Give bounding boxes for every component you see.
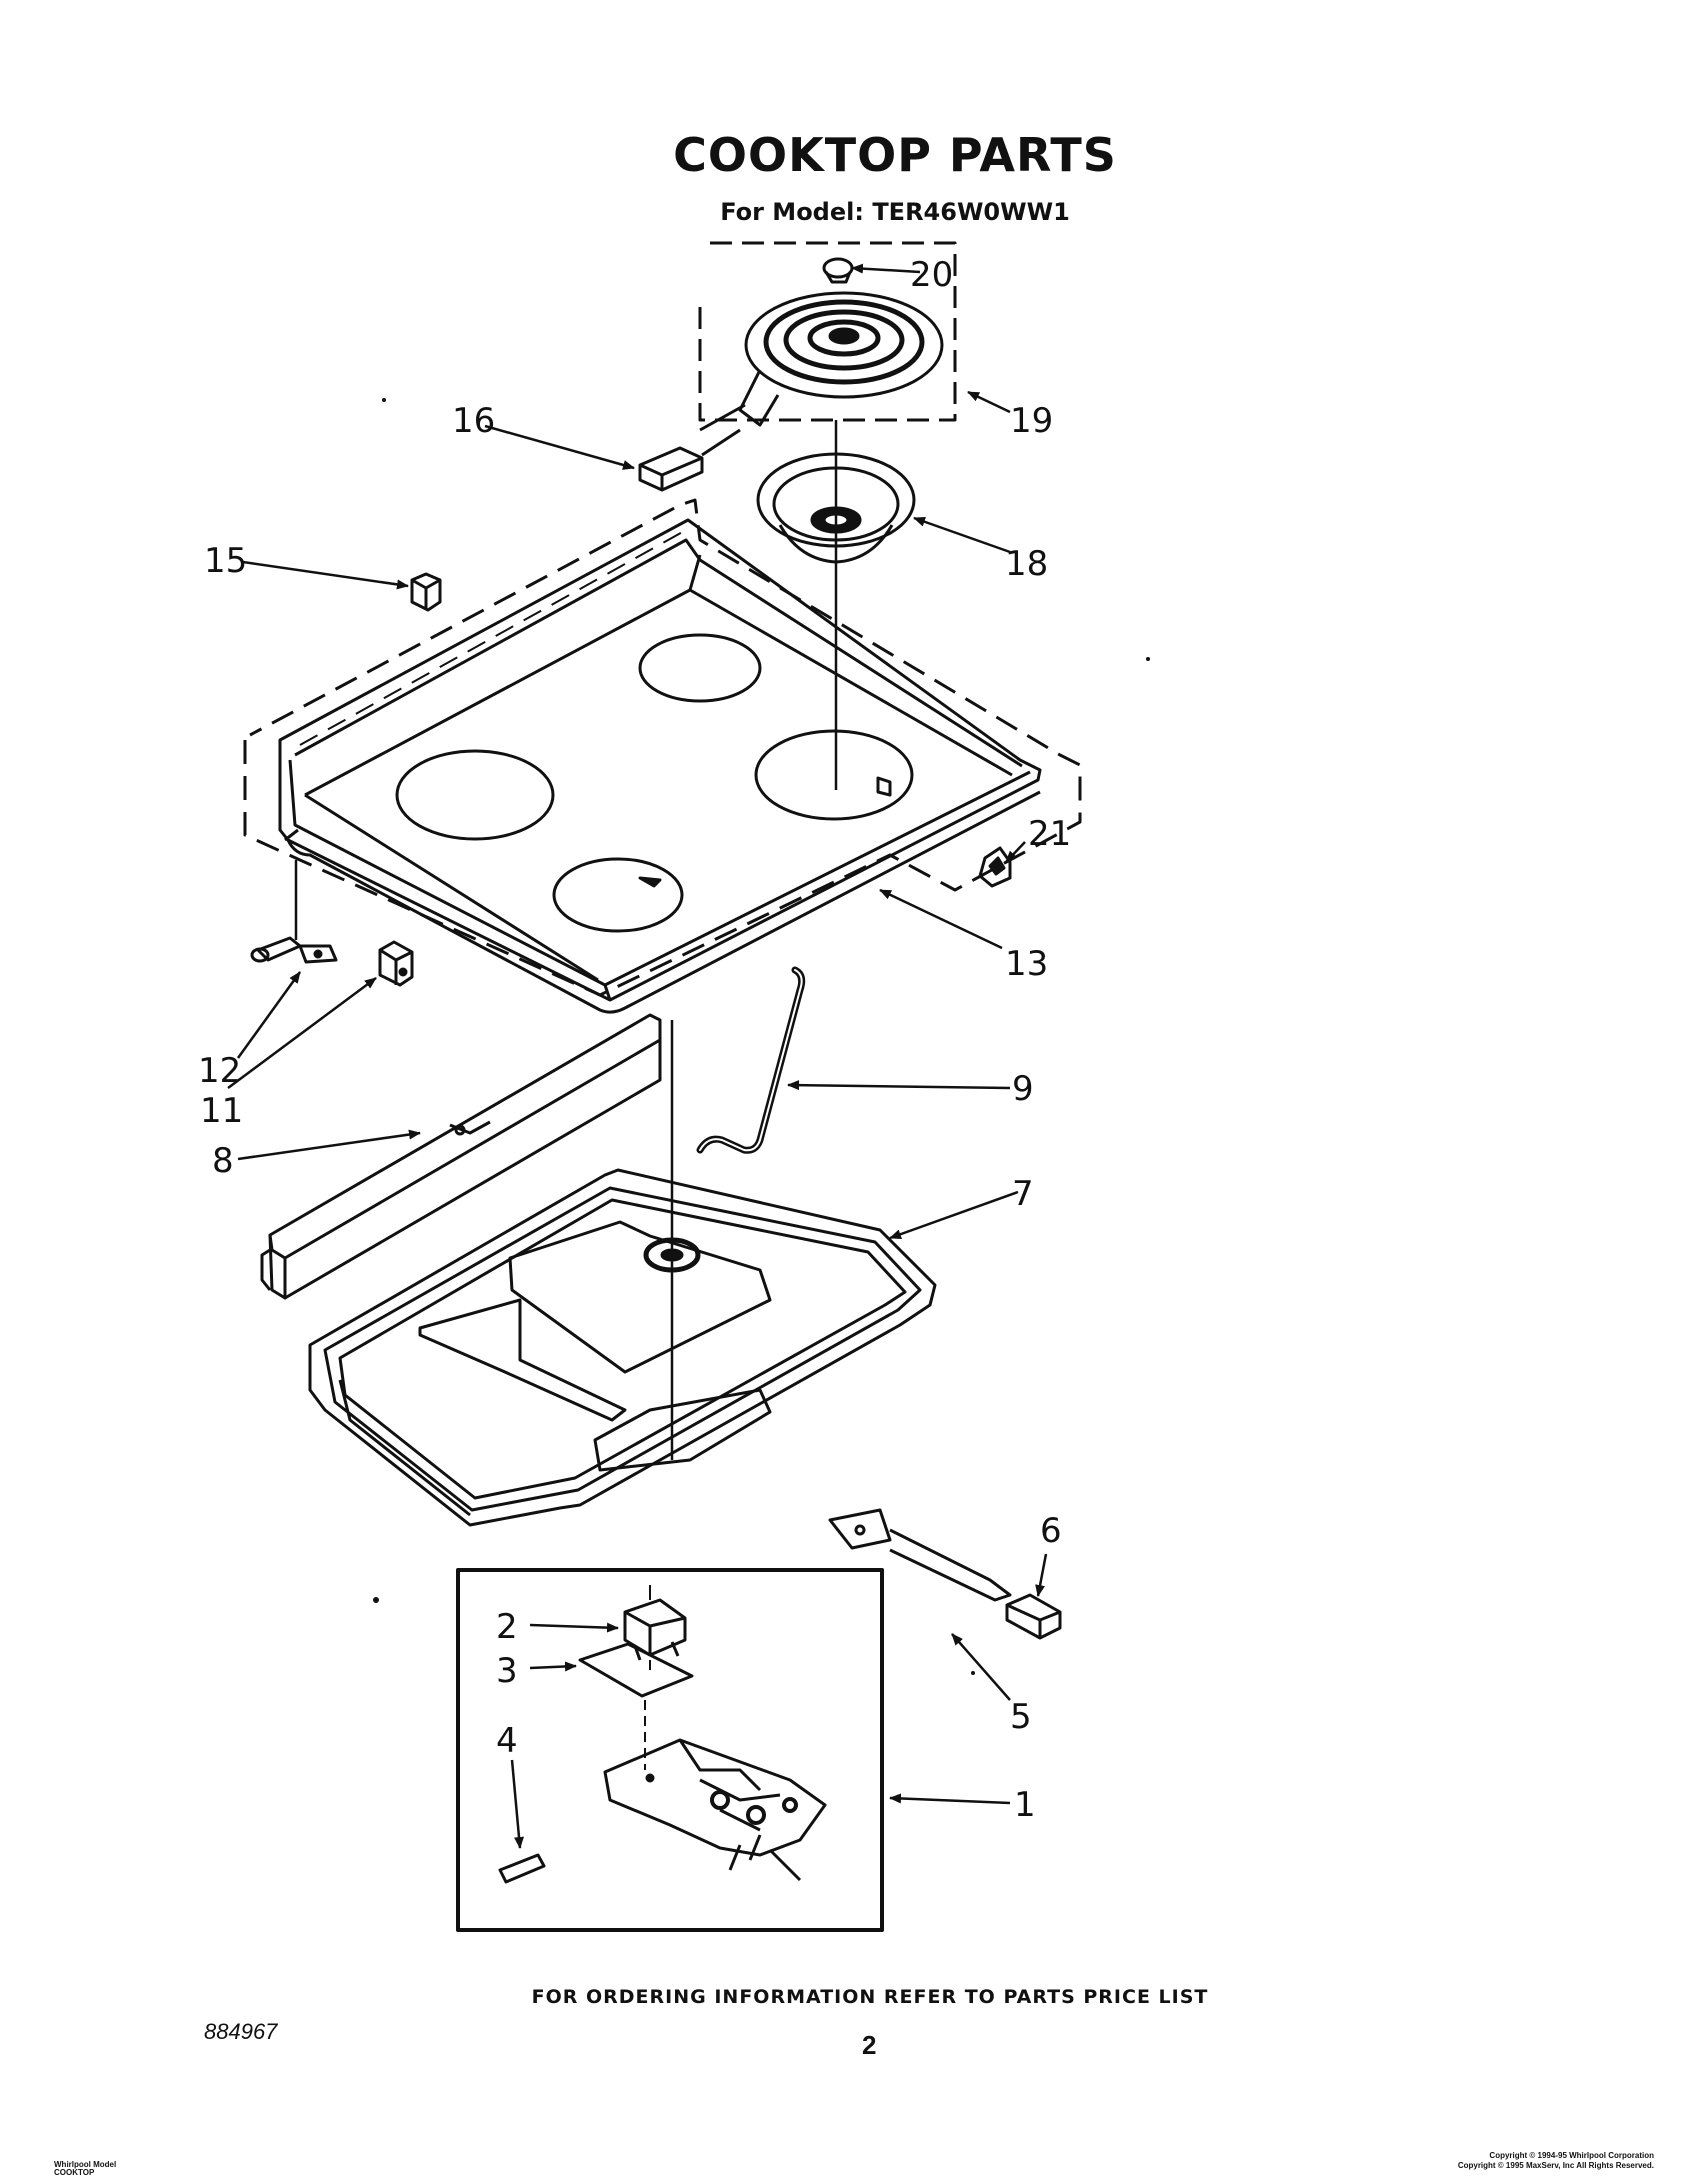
part-9-rod — [696, 966, 806, 1154]
copyright-line-1: Copyright © 1994-95 Whirlpool Corporatio… — [1489, 2151, 1654, 2160]
callout-21: 21 — [1028, 814, 1071, 854]
page-number: 2 — [862, 2030, 877, 2060]
model-meta: Whirlpool Model COOKTOP — [54, 2161, 116, 2177]
callout-9: 9 — [1012, 1069, 1034, 1109]
callout-5: 5 — [1010, 1697, 1032, 1737]
callout-1: 1 — [1014, 1785, 1036, 1825]
callout-7: 7 — [1012, 1174, 1034, 1214]
switch-assembly-box — [456, 1568, 884, 1932]
part-11-bracket — [378, 940, 414, 987]
callout-18: 18 — [1005, 544, 1048, 584]
part-13-cooktop — [278, 518, 1042, 1014]
diagram-title: COOKTOP PARTS — [673, 128, 1117, 182]
callout-8: 8 — [212, 1141, 234, 1181]
callout-4: 4 — [496, 1721, 518, 1761]
part-21-clip — [978, 846, 1012, 888]
part-3-plate — [578, 1642, 694, 1698]
copyright-line-2: Copyright © 1995 MaxServ, Inc All Rights… — [1457, 2161, 1654, 2170]
part-15-clip — [410, 572, 442, 612]
meta-left-line-1: Whirlpool Model — [54, 2160, 117, 2169]
callout-15: 15 — [204, 541, 247, 581]
element-assembly-dashed-box — [698, 241, 957, 422]
model-subtitle: For Model: TER46W0WW1 — [720, 198, 1070, 226]
callout-2: 2 — [496, 1607, 518, 1647]
callout-11: 11 — [200, 1091, 243, 1131]
cooktop-dashed-outline — [243, 498, 1082, 997]
ordering-info-note: FOR ORDERING INFORMATION REFER TO PARTS … — [531, 1986, 1209, 2008]
part-2-switch — [623, 1598, 687, 1661]
callout-6: 6 — [1040, 1511, 1062, 1551]
part-19-surface-element — [699, 291, 944, 432]
part-5-strap — [828, 1508, 1012, 1602]
document-number: 884967 — [204, 2019, 278, 2044]
burner-opening-right — [754, 729, 914, 821]
meta-left-line-2: COOKTOP — [54, 2168, 95, 2177]
callout-12: 12 — [198, 1051, 241, 1091]
part-8-channel — [260, 1013, 662, 1300]
burner-opening-left — [395, 749, 555, 841]
part-1-bracket-assembly — [603, 1738, 827, 1882]
callout-13: 13 — [1005, 944, 1048, 984]
part-16-terminal-block — [638, 428, 741, 492]
burner-opening-rear — [638, 633, 762, 703]
callout-19: 19 — [1010, 401, 1053, 441]
burner-opening-front — [552, 857, 684, 933]
callout-16: 16 — [452, 401, 495, 441]
part-7-burner-box — [308, 1168, 937, 1527]
part-6-connector — [1005, 1593, 1062, 1640]
callout-3: 3 — [496, 1651, 518, 1691]
part-12-hinge — [250, 936, 338, 964]
part-4-label — [498, 1853, 546, 1884]
copyright-meta: Copyright © 1994-95 Whirlpool Corporatio… — [1458, 2151, 1654, 2171]
callout-20: 20 — [910, 255, 953, 295]
